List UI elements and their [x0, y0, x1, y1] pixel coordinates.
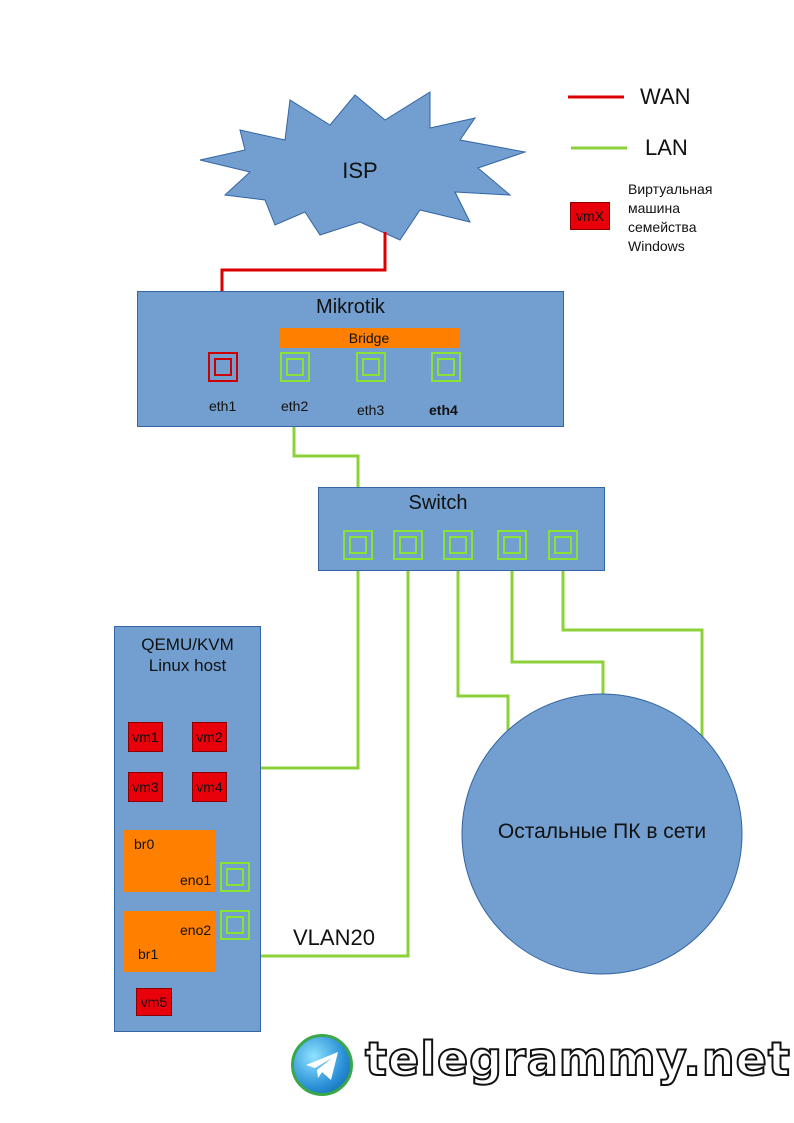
eth2-port — [280, 352, 310, 382]
eth1-label: eth1 — [209, 398, 237, 414]
vm3-box: vm3 — [128, 772, 163, 802]
legend-vm-swatch: vmX — [570, 202, 610, 230]
lan-link-switch-others-2 — [510, 560, 605, 700]
isp-cloud — [199, 91, 527, 241]
isp-label: ISP — [342, 158, 378, 183]
eno1-label: eno1 — [180, 872, 212, 888]
lan-link-switch-others-1 — [456, 560, 510, 740]
network-switch — [318, 487, 605, 571]
switch-port-1 — [343, 530, 373, 560]
legend-vm-line1: Виртуальная — [628, 181, 713, 197]
host-title-line2: Linux host — [148, 656, 227, 675]
legend-vm-line4: Windows — [628, 238, 685, 254]
legend-vm-description: Виртуальная машина семейства Windows — [628, 180, 712, 256]
eth2-label: eth2 — [281, 398, 309, 414]
telegram-logo — [291, 1034, 353, 1096]
br0-label: br0 — [134, 836, 155, 852]
eth1-port — [208, 352, 238, 382]
eno2-port — [220, 910, 250, 940]
host-title-line1: QEMU/KVM — [141, 635, 234, 654]
others-circle — [461, 693, 743, 975]
eth4-port — [431, 352, 461, 382]
others-label: Остальные ПК в сети — [497, 820, 707, 843]
watermark-text: telegrammy.net — [364, 1031, 791, 1087]
switch-port-5 — [548, 530, 578, 560]
eth3-port — [356, 352, 386, 382]
br1-bridge — [124, 911, 216, 972]
mikrotik-title: Mikrotik — [316, 296, 385, 318]
legend-lan-label: LAN — [645, 135, 688, 160]
vm1-box: vm1 — [128, 722, 163, 752]
legend-vm-line2: машина — [628, 200, 680, 216]
vlan20-label: VLAN20 — [293, 925, 375, 950]
vm4-box: vm4 — [192, 772, 227, 802]
switch-port-4 — [497, 530, 527, 560]
switch-title: Switch — [408, 492, 468, 514]
lan-link-switch-others-3 — [561, 560, 704, 740]
eno2-label: eno2 — [180, 922, 212, 938]
mikrotik-bridge: Bridge — [279, 328, 459, 348]
eth4-label: eth4 — [429, 402, 458, 418]
switch-port-2 — [393, 530, 423, 560]
legend-vm-line3: семейства — [628, 219, 697, 235]
host-title: QEMU/KVM Linux host — [114, 634, 261, 676]
eth3-label: eth3 — [357, 402, 385, 418]
legend-wan-label: WAN — [640, 84, 691, 109]
br1-label: br1 — [138, 946, 159, 962]
vm5-box: vm5 — [136, 988, 172, 1016]
paper-plane-icon — [306, 1052, 338, 1080]
vm2-box: vm2 — [192, 722, 227, 752]
br0-bridge — [124, 830, 216, 892]
eno1-port — [220, 862, 250, 892]
switch-port-3 — [443, 530, 473, 560]
